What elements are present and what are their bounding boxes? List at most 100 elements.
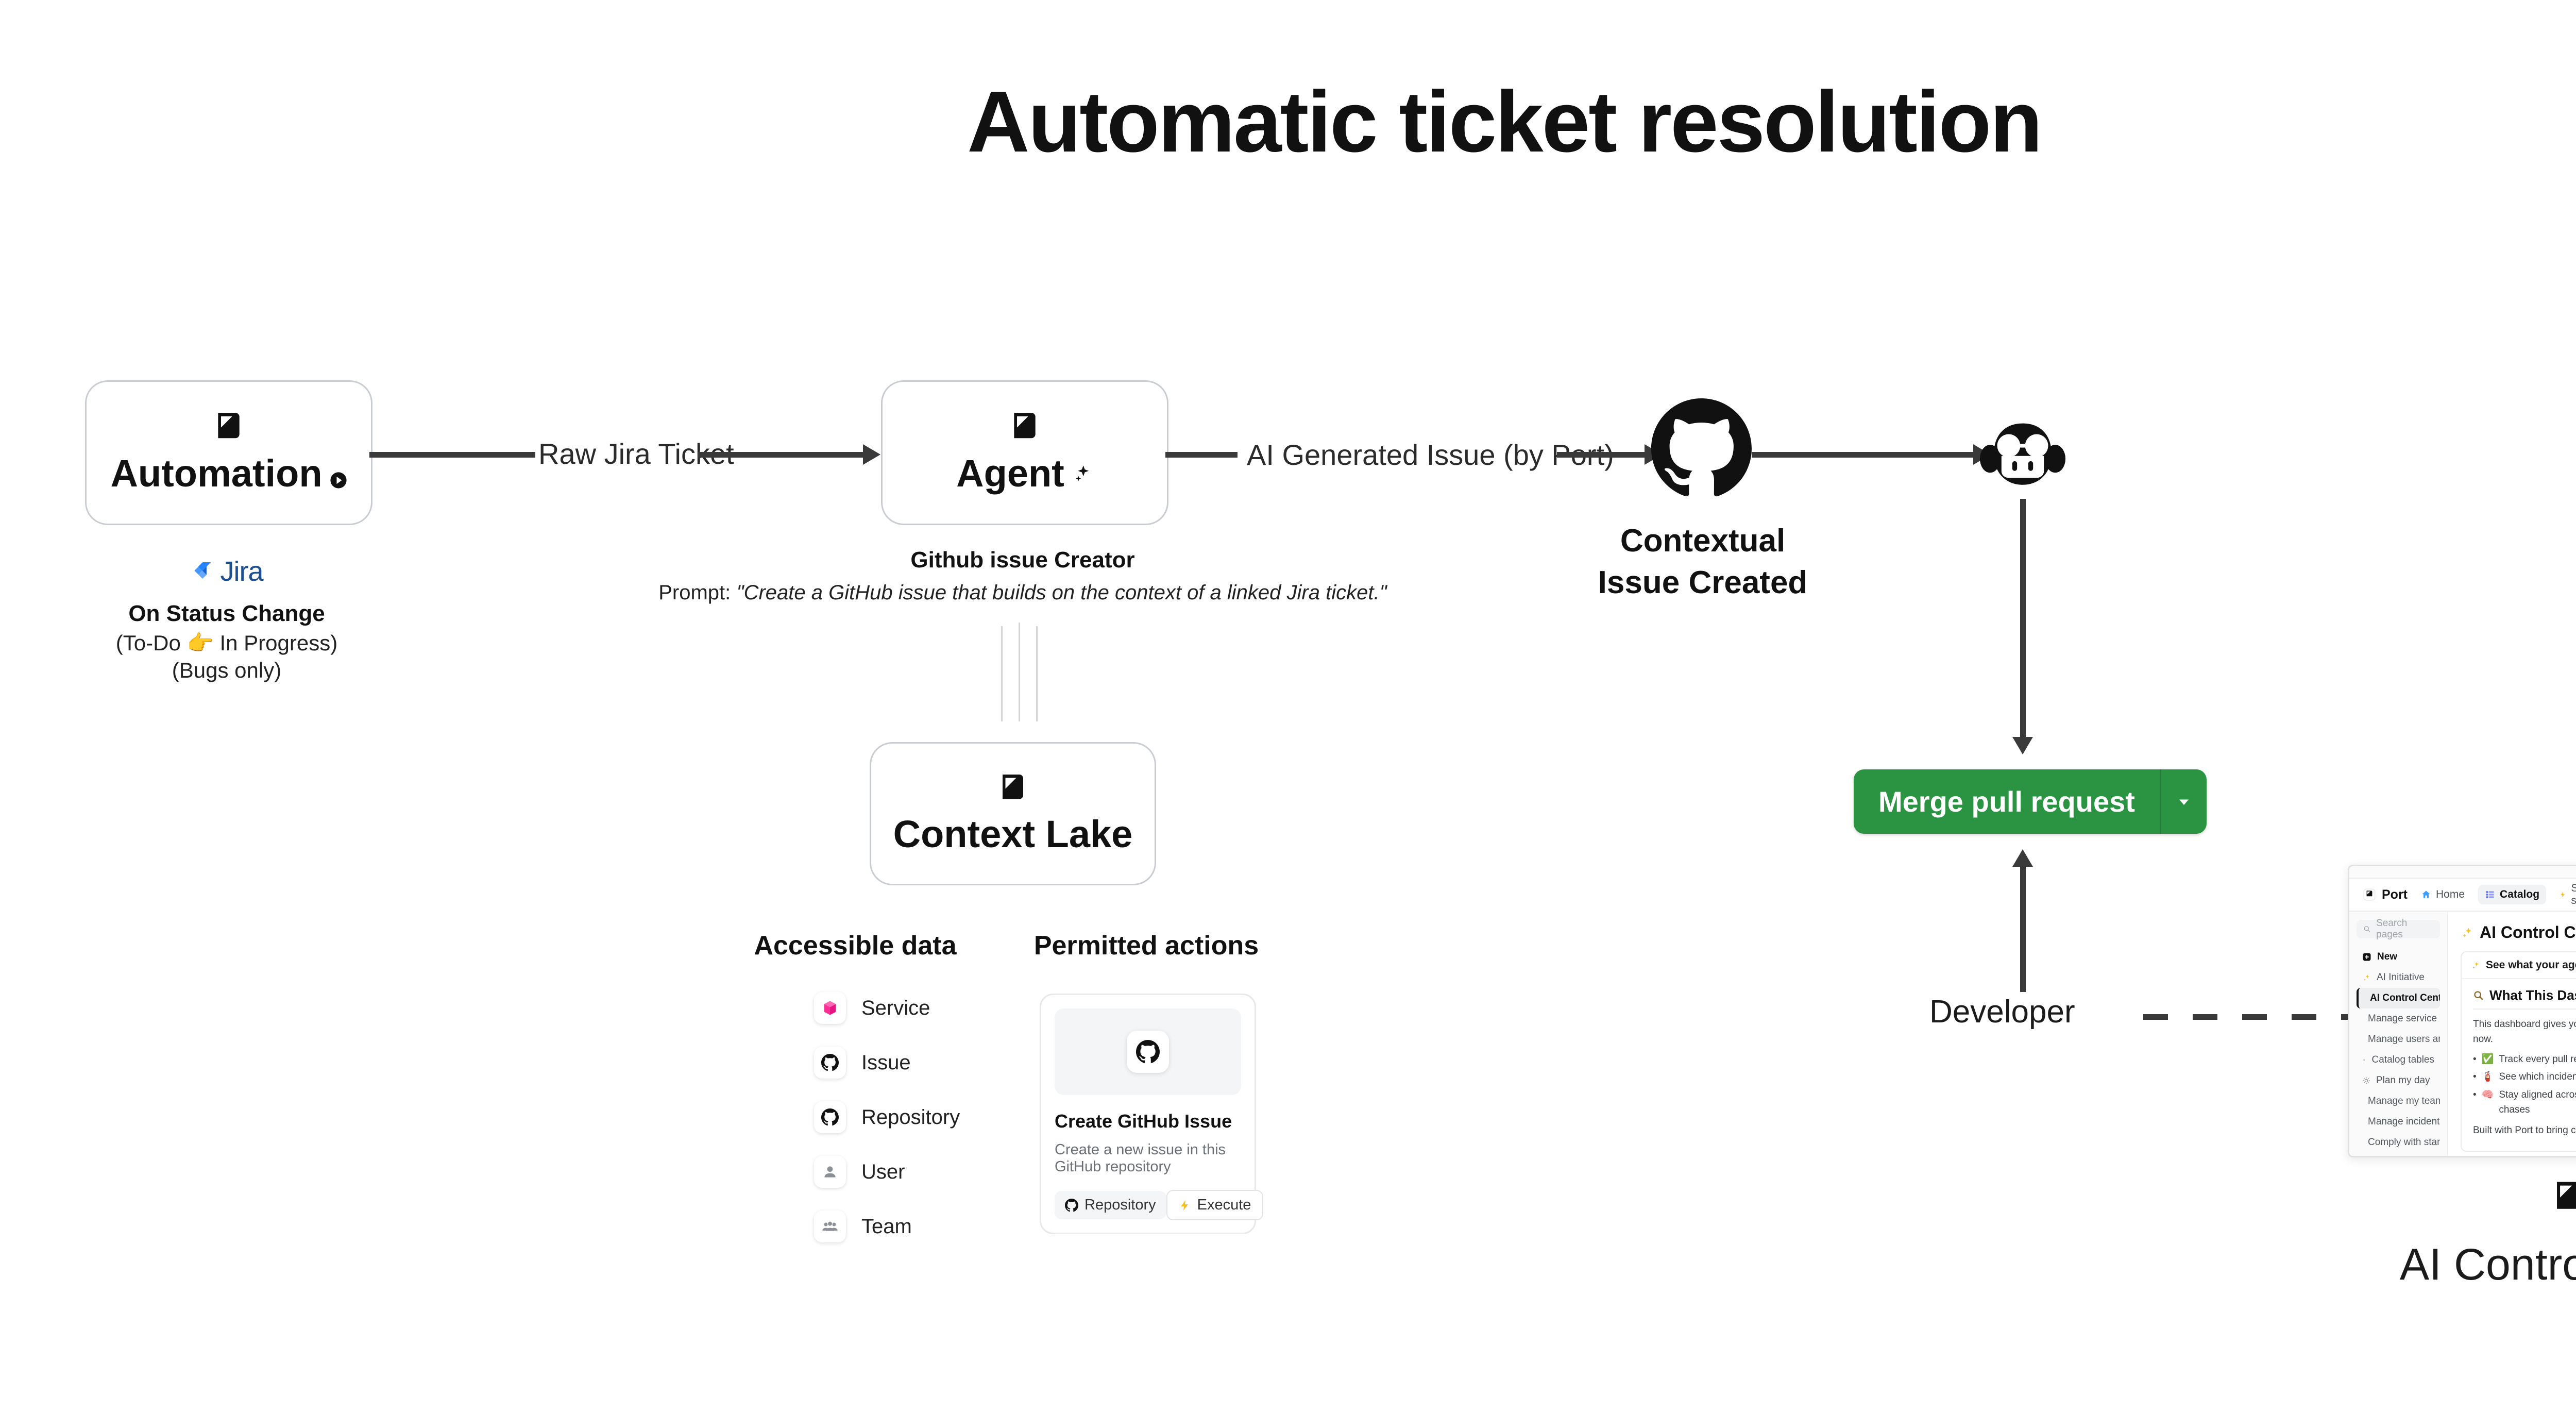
sidebar-item-label: AI Control Center [2370,993,2440,1003]
sidebar-item-ai-initiative[interactable]: AI Initiative [2357,967,2440,988]
sparkle-icon [2463,927,2471,937]
edge-to-copilot [1752,452,1973,458]
page-title-label: AI Control Center [2480,923,2576,942]
sidebar-item-manage-my-teams-work[interactable]: Manage my team's w… [2357,1091,2440,1112]
panel-agents-body: What This Dashboard Shows This dashboard… [2462,979,2576,1151]
execute-button[interactable]: Execute [1166,1190,1264,1220]
app-body: Search pages New AI Initiative AI Contro… [2349,912,2576,1156]
action-card-footer: Repository Execute [1055,1190,1264,1220]
sidebar-new-label: New [2377,951,2398,962]
sidebar-item-label: Catalog tables [2371,1054,2434,1065]
edge-raw-jira-right [698,452,863,458]
list-item[interactable]: Service [814,992,960,1024]
sidebar-item-manage-users-and-teams[interactable]: Manage users and teams [2357,1029,2440,1050]
node-context-lake[interactable]: Context Lake [870,742,1156,885]
sidebar-item-catalog-tables[interactable]: Catalog tables [2357,1050,2440,1070]
github-mark-icon [1127,1031,1169,1073]
sidebar-item-plan-my-day[interactable]: Plan my day [2357,1070,2440,1091]
port-logo-icon [997,772,1028,803]
page-title: Automatic ticket resolution [967,73,2043,170]
list-item[interactable]: Repository [814,1101,960,1133]
repository-chip-label: Repository [1084,1197,1156,1213]
sidebar-item-label: Manage service catalog [2368,1013,2440,1024]
bullet-text: See which incidents are actively being h… [2499,1071,2576,1083]
sidebar-search-placeholder: Search pages [2376,918,2408,940]
control-center-caption: AI Control Center [2399,1240,2576,1289]
jira-label: Jira [220,556,263,587]
dashboard-header: AI Control Center Widget [2461,922,2576,943]
sidebar-item-platform-requests-dashboard[interactable]: Platform Requests Da… [2357,1153,2440,1156]
edge-ai-issue-right [1557,452,1645,458]
ai-control-center-screenshot[interactable]: Port Home Catalog Self-service Search ⌘ … [2348,865,2576,1157]
agent-caption: Github issue Creator Prompt: "Create a G… [608,547,1437,604]
accessible-data-heading: Accessible data [754,931,957,961]
nav-home[interactable]: Home [2421,888,2465,901]
chevron-down-icon [2179,799,2189,805]
lightning-icon [2561,892,2565,898]
copilot-robot-icon [1977,422,2068,491]
bullet-emoji: 🧯 [2481,1071,2494,1083]
merge-pull-request-label[interactable]: Merge pull request [1854,769,2160,834]
jira-logo-row: Jira [59,556,394,587]
node-agent-label: Agent [956,451,1093,495]
sidebar-item-label: AI Initiative [2377,972,2425,983]
panel-agents-bullet: • 🧠 Stay aligned across human and AI con… [2473,1087,2576,1118]
catalog-icon [2486,891,2494,898]
github-mark-icon [1065,1198,1078,1212]
context-link-line-3 [1036,626,1038,721]
nav-catalog[interactable]: Catalog [2478,885,2547,904]
sun-icon [2363,1077,2370,1084]
user-icon [814,1156,846,1188]
nav-self-service-label: Self-service [2571,882,2576,906]
github-result-line2: Issue Created [1598,564,1808,600]
brand: Port [2363,887,2408,902]
port-logo-icon [213,410,245,442]
sidebar-item-label: Comply with standar… [2368,1137,2440,1148]
edge-developer-dashed [2143,1014,2349,1020]
list-item-label: Service [861,996,930,1019]
context-link-line-2 [1019,623,1020,721]
panel-agents: See what your agents are working on What… [2461,951,2576,1152]
list-item[interactable]: Issue [814,1047,960,1079]
list-item-label: Repository [861,1105,960,1129]
sidebar-item-ai-control-center[interactable]: AI Control Center [2357,988,2440,1008]
node-automation[interactable]: Automation [85,380,372,525]
sidebar: Search pages New AI Initiative AI Contro… [2349,912,2448,1156]
bullet-dot: • [2473,1089,2477,1100]
sparkle-icon [2472,961,2479,969]
node-agent[interactable]: Agent [881,380,1168,525]
browser-chrome-bar [2349,866,2576,879]
repository-chip[interactable]: Repository [1055,1191,1166,1219]
list-item[interactable]: Team [814,1211,960,1242]
node-context-lake-label: Context Lake [893,812,1133,855]
bullet-text: Stay aligned across human and AI contrib… [2499,1089,2576,1116]
github-mark-icon [814,1047,846,1079]
panel-agents-bullet: • 🧯 See which incidents are actively bei… [2473,1069,2576,1084]
sidebar-item-manage-incidents[interactable]: Manage incidents [2357,1112,2440,1132]
sidebar-new-button[interactable]: New [2357,947,2440,967]
github-result-line1: Contextual [1620,523,1786,559]
bullet-emoji: 🧠 [2481,1089,2494,1100]
github-result-caption: Contextual Issue Created [1515,520,1891,603]
nav-self-service[interactable]: Self-service [2560,882,2576,907]
sidebar-item-comply-with-standards[interactable]: Comply with standar… [2357,1132,2440,1153]
merge-dropdown-button[interactable] [2161,769,2207,834]
edge-developer-to-merge [2020,866,2026,992]
search-icon [2364,926,2370,932]
merge-pull-request-button[interactable]: Merge pull request [1854,769,2207,834]
edge-developer-to-merge-arrow [2012,849,2033,867]
sidebar-search-input[interactable]: Search pages [2357,918,2440,940]
list-item-label: User [861,1160,905,1183]
port-logo-icon [2557,1182,2576,1209]
port-logo-icon [1009,410,1041,442]
edge-raw-jira-arrow [863,444,880,465]
agent-prompt: Prompt: "Create a GitHub issue that buil… [658,581,1387,604]
list-item-label: Issue [861,1051,911,1074]
action-card[interactable]: Create GitHub Issue Create a new issue i… [1040,994,1264,1234]
control-center-logo [2551,1179,2576,1216]
list-item[interactable]: User [814,1156,960,1188]
sidebar-item-manage-service-catalog[interactable]: Manage service catalog [2357,1008,2440,1029]
permitted-actions-heading: Permitted actions [1033,931,1259,961]
context-link-line-1 [1001,626,1003,721]
magnifier-icon [2474,990,2483,1000]
